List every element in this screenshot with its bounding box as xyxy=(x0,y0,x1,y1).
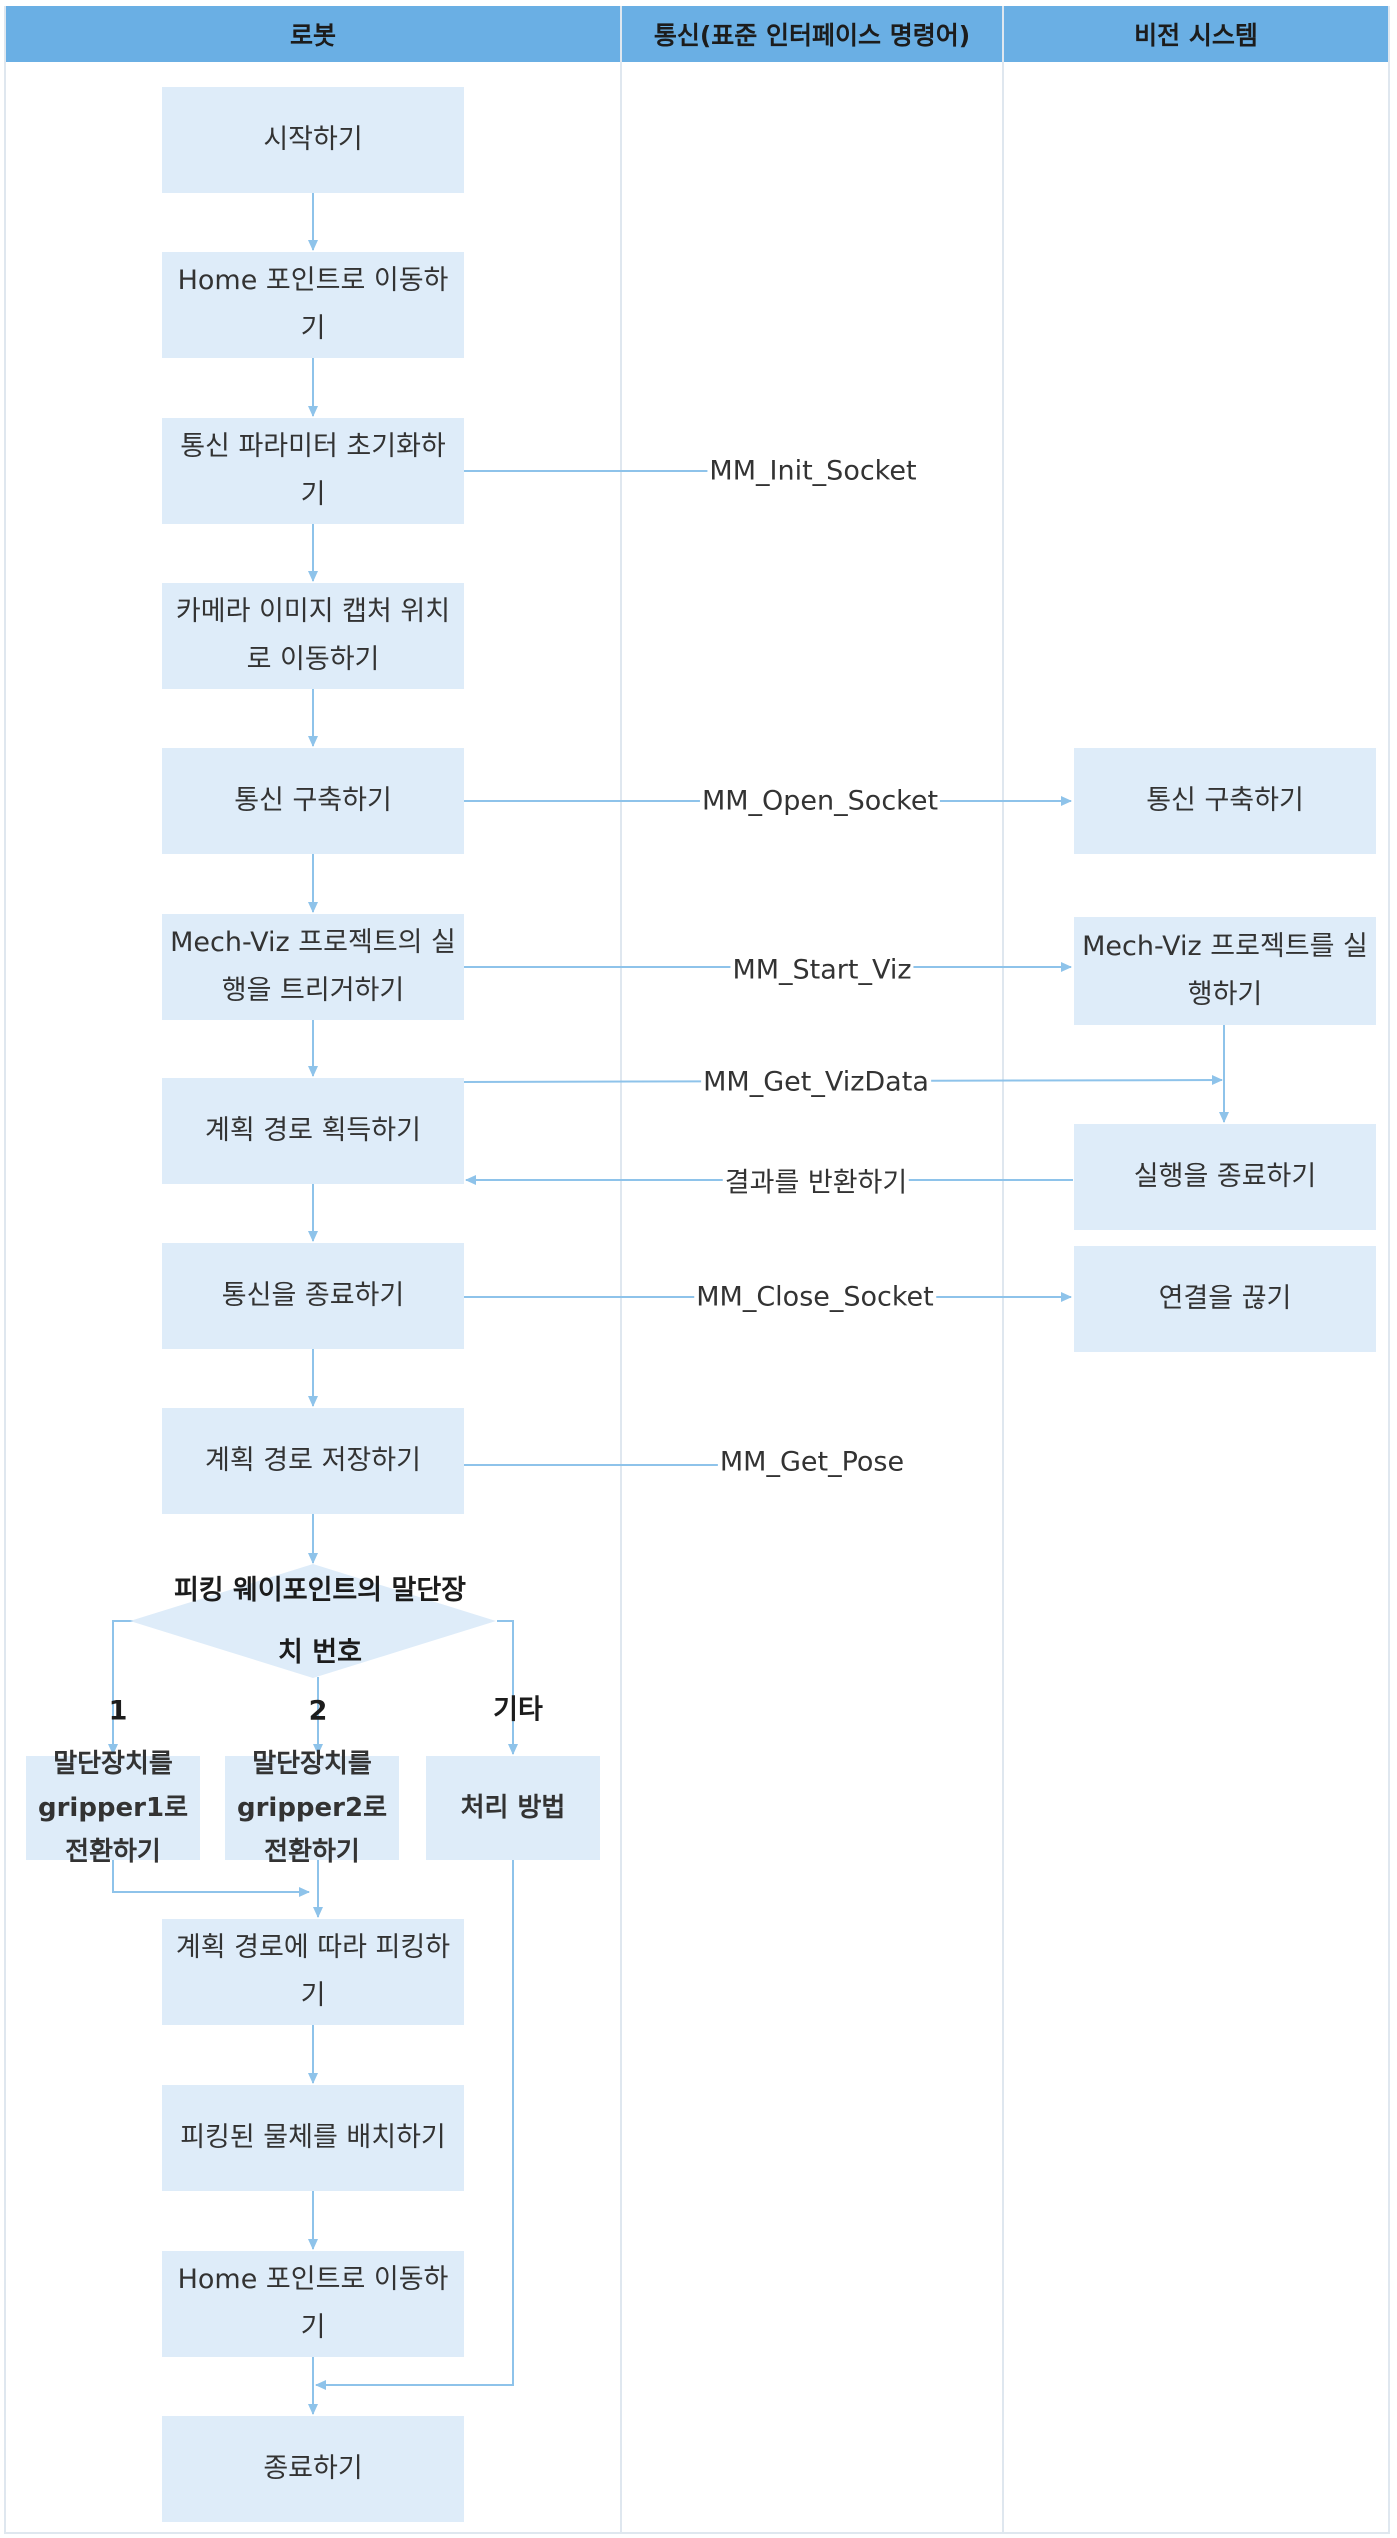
step-close-comm: 통신을 종료하기 xyxy=(162,1243,464,1349)
step-start: 시작하기 xyxy=(162,87,464,193)
cmd-init-socket: MM_Init_Socket xyxy=(707,455,919,487)
step-switch-gripper2: 말단장치를 gripper2로 전환하기 xyxy=(225,1749,399,1867)
step-pick: 계획 경로에 따라 피킹하기 xyxy=(162,1919,464,2025)
lane-header-robot: 로봇 xyxy=(6,6,620,62)
lane-header-communication: 통신(표준 인터페이스 명령어) xyxy=(622,6,1002,62)
lane-header-vision: 비전 시스템 xyxy=(1004,6,1388,62)
branch-label-1: 1 xyxy=(108,1695,128,1727)
step-init-params: 통신 파라미터 초기화하기 xyxy=(162,418,464,524)
step-handling-method: 처리 방법 xyxy=(426,1756,600,1860)
branch-label-other: 기타 xyxy=(493,1694,543,1726)
step-get-path: 계획 경로 획득하기 xyxy=(162,1078,464,1184)
vision-finish: 실행을 종료하기 xyxy=(1074,1124,1376,1230)
step-save-path: 계획 경로 저장하기 xyxy=(162,1408,464,1514)
step-end: 종료하기 xyxy=(162,2416,464,2522)
cmd-open-socket: MM_Open_Socket xyxy=(699,785,941,817)
cmd-get-pose: MM_Get_Pose xyxy=(717,1446,907,1478)
step-switch-gripper1: 말단장치를 gripper1로 전환하기 xyxy=(26,1749,200,1867)
step-move-capture: 카메라 이미지 캡처 위치로 이동하기 xyxy=(162,583,464,689)
lane-divider-1 xyxy=(620,6,622,2534)
cmd-get-vizdata: MM_Get_VizData xyxy=(701,1066,931,1098)
step-move-home-again: Home 포인트로 이동하기 xyxy=(162,2251,464,2357)
cmd-start-viz: MM_Start_Viz xyxy=(730,954,914,986)
cmd-return-result: 결과를 반환하기 xyxy=(722,1160,910,1200)
step-place: 피킹된 물체를 배치하기 xyxy=(162,2085,464,2191)
step-open-comm: 통신 구축하기 xyxy=(162,748,464,854)
step-move-home: Home 포인트로 이동하기 xyxy=(162,252,464,358)
step-trigger-viz: Mech-Viz 프로젝트의 실행을 트리거하기 xyxy=(162,914,464,1020)
vision-run-viz: Mech-Viz 프로젝트를 실행하기 xyxy=(1074,917,1376,1025)
decision-diamond: 피킹 웨이포인트의 말단장치 번호 xyxy=(173,1575,467,1668)
vision-open-comm: 통신 구축하기 xyxy=(1074,748,1376,854)
vision-disconnect: 연결을 끊기 xyxy=(1074,1246,1376,1352)
lane-divider-2 xyxy=(1002,6,1004,2534)
branch-label-2: 2 xyxy=(308,1695,328,1727)
cmd-close-socket: MM_Close_Socket xyxy=(694,1281,936,1313)
